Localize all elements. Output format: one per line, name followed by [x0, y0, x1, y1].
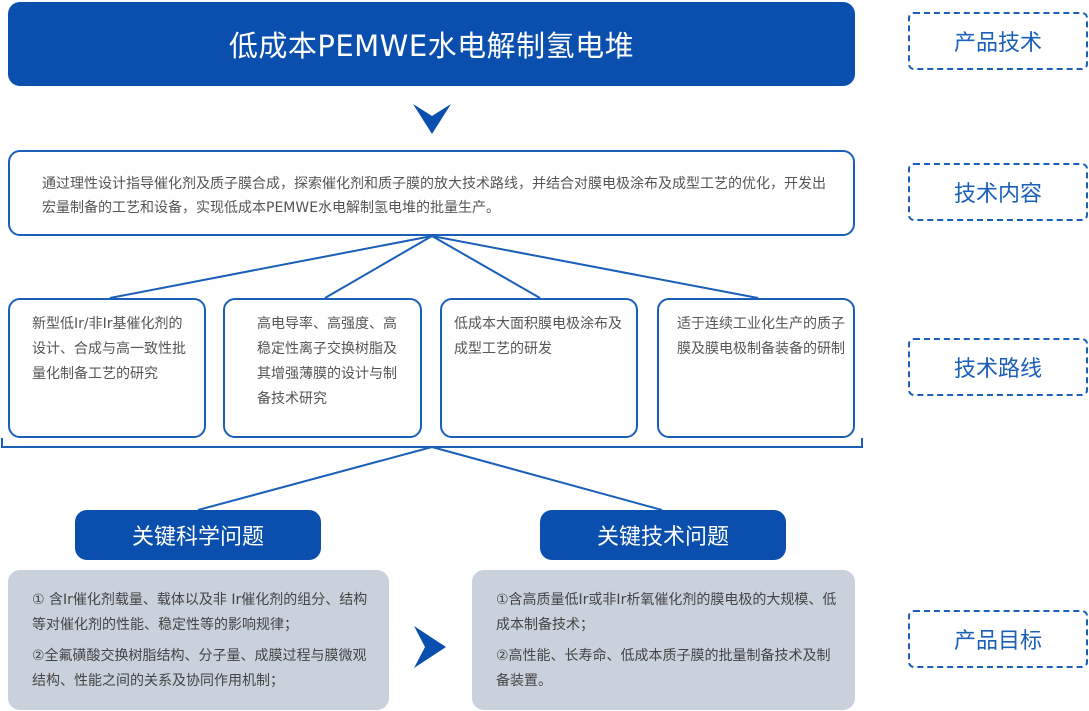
key-tech-item: ①含高质量低Ir或非Ir析氧催化剂的膜电极的大规模、低成本制备技术；	[496, 592, 837, 633]
connector-line	[197, 446, 433, 511]
chevron-down-icon	[413, 104, 451, 134]
label-tech-route: 技术路线	[908, 338, 1088, 396]
tech-content-box: 通过理性设计指导催化剂及质子膜合成，探索催化剂和质子膜的放大技术路线，并结合对膜…	[8, 150, 855, 236]
page-title: 低成本PEMWE水电解制氢电堆	[8, 2, 855, 86]
connector-line	[324, 235, 433, 299]
label-product-tech: 产品技术	[908, 12, 1088, 70]
connector-line	[431, 446, 663, 511]
key-tech-item: ②高性能、长寿命、低成本质子膜的批量制备技术及制备装置。	[496, 648, 831, 689]
route-box-catalyst: 新型低Ir/非Ir基催化剂的设计、合成与高一致性批量化制备工艺的研究	[8, 298, 206, 438]
key-tech-label: 关键技术问题	[540, 510, 786, 560]
label-tech-content: 技术内容	[908, 163, 1088, 221]
connector-line	[431, 235, 759, 299]
route-box-membrane: 高电导率、高强度、高稳定性离子交换树脂及其增强薄膜的设计与制备技术研究	[223, 298, 422, 438]
route-box-equipment: 适于连续工业化生产的质子膜及膜电极制备装备的研制	[657, 298, 855, 438]
connector-line	[109, 235, 433, 299]
route-box-mea-coating: 低成本大面积膜电极涂布及成型工艺的研发	[440, 298, 638, 438]
key-science-label: 关键科学问题	[75, 510, 321, 560]
chevron-right-icon	[414, 626, 446, 668]
key-tech-box: ①含高质量低Ir或非Ir析氧催化剂的膜电极的大规模、低成本制备技术； ②高性能、…	[472, 570, 855, 710]
label-product-goal: 产品目标	[908, 610, 1088, 668]
route-bracket	[1, 438, 863, 448]
key-science-item: ②全氟磺酸交换树脂结构、分子量、成膜过程与膜微观结构、性能之间的关系及协同作用机…	[32, 648, 367, 689]
connector-line	[431, 235, 541, 299]
key-science-box: ① 含Ir催化剂载量、载体以及非 Ir催化剂的组分、结构等对催化剂的性能、稳定性…	[8, 570, 389, 710]
key-science-item: ① 含Ir催化剂载量、载体以及非 Ir催化剂的组分、结构等对催化剂的性能、稳定性…	[32, 592, 368, 633]
